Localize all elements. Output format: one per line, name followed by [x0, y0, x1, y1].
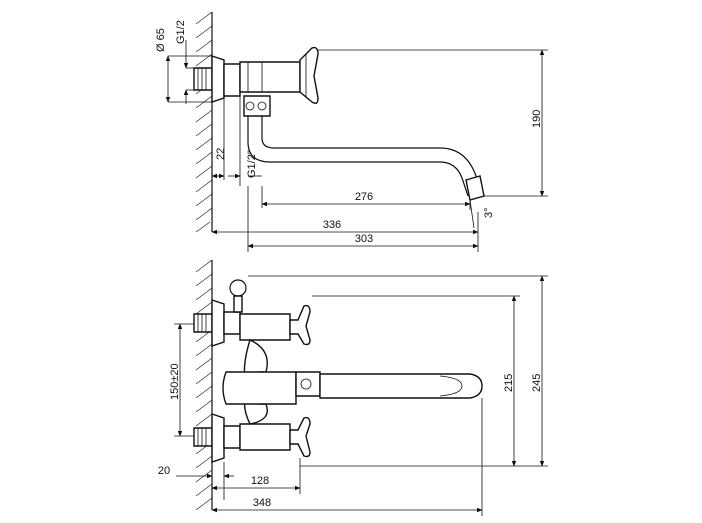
label-thread-bottom: G1/2"	[246, 150, 258, 178]
valve-block	[239, 61, 301, 93]
label-dim-336: 336	[323, 219, 341, 231]
wall-hatch-bottom	[195, 259, 213, 511]
handle-upper	[289, 304, 311, 346]
holder-stem	[233, 295, 243, 313]
diverter	[295, 371, 321, 397]
wall-hatch-top	[195, 11, 213, 233]
escutcheon-upper	[211, 299, 225, 347]
escutcheon-top	[211, 55, 225, 103]
label-dim-215: 215	[503, 374, 515, 392]
shower-holder	[229, 279, 247, 297]
escutcheon-lower	[211, 413, 225, 463]
inlet-pipe-top	[193, 67, 213, 91]
valve-head-upper	[239, 313, 291, 341]
spout-swivel	[243, 95, 271, 117]
label-dim-128: 128	[251, 475, 269, 487]
label-dim-303: 303	[355, 233, 373, 245]
label-dim-20: 20	[158, 465, 170, 477]
mixer-body	[222, 371, 297, 405]
label-thread-top: G1/2	[175, 20, 187, 44]
spout-front	[319, 373, 483, 399]
label-dim-150: 150±20	[169, 363, 181, 400]
faucet-body-side	[223, 63, 241, 97]
connector-upper	[223, 311, 241, 335]
label-dim-348: 348	[253, 497, 271, 509]
inlet-pipe-upper	[193, 313, 213, 333]
label-diameter-65: Ø 65	[155, 28, 167, 52]
front-view: 245 215 150±20 20 128 348	[158, 259, 548, 516]
label-dim-276: 276	[355, 191, 373, 203]
label-dim-22: 22	[215, 148, 227, 160]
label-dim-190: 190	[531, 110, 543, 128]
connector-lower	[223, 425, 241, 449]
spout-aerator	[465, 175, 485, 201]
handle-lower	[289, 416, 311, 458]
spout-side	[247, 116, 481, 197]
side-view: Ø 65 G1/2 22 G1/2" 190 276 3° 336	[155, 11, 548, 252]
inlet-pipe-lower	[193, 427, 213, 447]
handle-side	[299, 46, 319, 105]
valve-head-lower	[239, 423, 291, 451]
label-dim-245: 245	[531, 374, 543, 392]
label-angle-3: 3°	[483, 207, 495, 218]
